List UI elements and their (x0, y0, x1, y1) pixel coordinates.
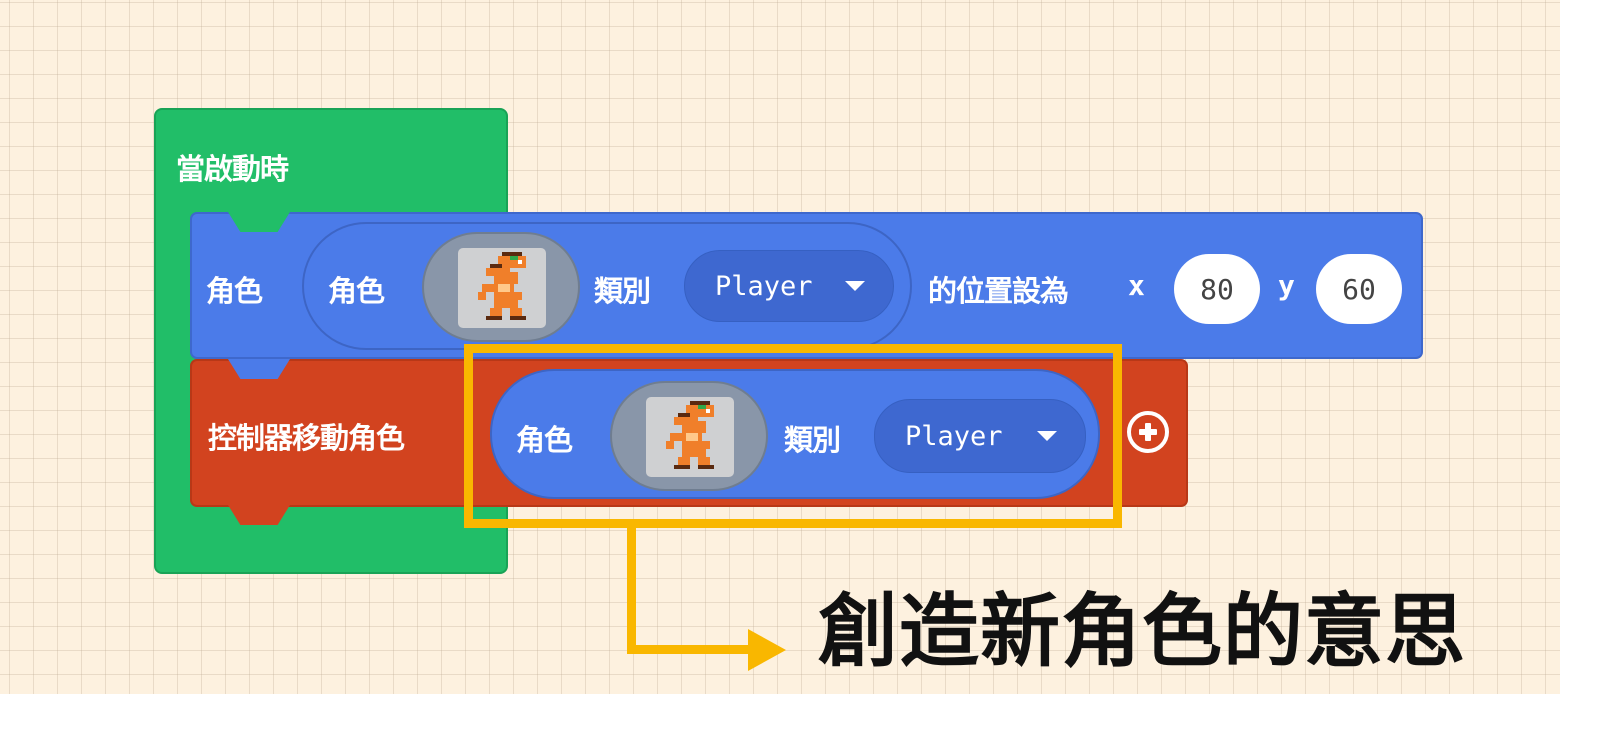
x-label: x (1128, 269, 1145, 302)
kind-dropdown-value: Player (715, 270, 813, 302)
y-label: y (1278, 269, 1295, 302)
callout-line (627, 645, 751, 654)
dropdown-arrow-icon (845, 281, 865, 291)
arrow-right-icon (748, 629, 786, 671)
controller-move-block[interactable]: 控制器移動角色 角色 (190, 359, 1188, 525)
on-start-label: 當啟動時 (176, 152, 289, 186)
plus-circle-icon[interactable] (1126, 410, 1170, 454)
kind-dropdown[interactable]: Player (874, 399, 1086, 473)
kind-dropdown-value: Player (905, 420, 1003, 452)
annotation-text: 創造新角色的意思 (818, 585, 1466, 678)
dinosaur-sprite-icon (646, 397, 734, 477)
highlight-box (464, 344, 1122, 528)
dinosaur-sprite-icon (458, 248, 546, 328)
sprite-reporter-label: 角色 (328, 274, 385, 308)
kind-label: 類別 (784, 423, 841, 457)
block-notch (228, 359, 290, 379)
set-position-action-label: 的位置設為 (928, 274, 1069, 308)
sprite-image-picker[interactable] (610, 381, 768, 491)
x-value-input[interactable]: 80 (1174, 254, 1260, 324)
block-notch (228, 212, 290, 232)
sprite-reporter[interactable]: 角色 (490, 369, 1100, 499)
kind-label: 類別 (594, 274, 651, 308)
sprite-reporter[interactable]: 角色 (302, 222, 912, 350)
kind-dropdown[interactable]: Player (684, 250, 894, 322)
controller-move-label: 控制器移動角色 (208, 421, 405, 455)
dropdown-arrow-icon (1037, 431, 1057, 441)
blocks-workspace[interactable]: 當啟動時 角色 角色 (0, 0, 1560, 694)
y-value-input[interactable]: 60 (1316, 254, 1402, 324)
callout-line (627, 526, 636, 654)
sprite-image-picker[interactable] (422, 232, 580, 342)
sprite-reporter-label: 角色 (516, 423, 573, 457)
set-position-prefix-label: 角色 (206, 274, 263, 308)
block-tab (228, 505, 290, 525)
